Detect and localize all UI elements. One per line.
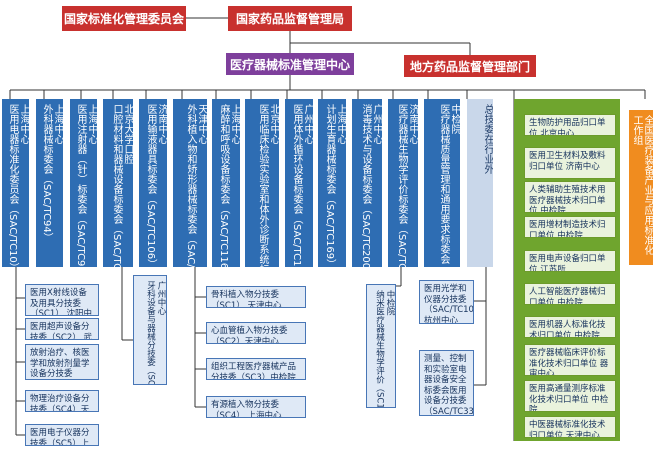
sc-box: 测量、控制和实验室电器设备安全标委会医用设备分技委（SAC/TC338/SC1）… (419, 350, 474, 416)
sc-box: 骨科植入物分技委（SC1） 天津中心 (206, 286, 306, 308)
tc-label: 济南中心 医用输液器具标委会（SAC/TC106） (145, 104, 167, 267)
tc-box-tc110: 天津中心 外科植入物和矫形器械标委会（SAC/TC110） (173, 99, 207, 267)
sac-box: 国家标准化管理委员会 (62, 6, 186, 31)
tc-label: 北京中心 医用临床检验实验室和体外诊断系统标委会（SAC/TC136） (257, 104, 279, 267)
tc-label: 广州中心 医用体外循环设备标委会（SAC/TC158） (291, 104, 313, 267)
tc-label: 上海中心 医用电器标准化委员会（SAC/TC10） (7, 104, 29, 267)
gk-item: 医疗器械临床评价标准化技术归口单位 器审中心 (524, 344, 616, 376)
tc-box-tc94: 上海中心 外科器械标委会（SAC/TC94） (36, 99, 63, 267)
sc-box-tc99-sc1: 广州中心 牙科设备与器械分技委（SC1） (133, 275, 167, 385)
tc-box-tc158: 广州中心 医用体外循环设备标委会（SAC/TC158） (285, 99, 313, 267)
gk-item: 医用增材制造技术归口单位 中检院 (524, 216, 616, 238)
sc-box: 有源植入物分技委（SC4） 上海中心 (206, 396, 306, 418)
local-admin-label: 地方药品监督管理部门 (409, 59, 530, 74)
orange-workgroup-box: 全国医疗装备产业与应用标准化工作组 (629, 110, 653, 265)
tc-label: 中检院 医疗器械质量管理和通用要求标委会（SAC/TC221） (438, 104, 460, 267)
sc-box: 医用X射线设备及用具分技委（SC1） 沈阳中心 (25, 284, 99, 316)
zongjishu-label: 总技委在行业外 (482, 104, 493, 174)
sc-label: 中检院 纳米医疗器械生物学评价（SC1） (374, 290, 396, 408)
standard-center-box: 医疗器械标准管理中心 (226, 53, 354, 75)
tc-box-tc95: 上海中心 医用注射器（针）标委会（SAC/TC95） (70, 99, 97, 267)
tc-box-tc136: 北京中心 医用临床检验实验室和体外诊断系统标委会（SAC/TC136） (245, 99, 279, 267)
orange-workgroup-label: 全国医疗装备产业与应用标准化工作组 (631, 115, 653, 255)
sc-box: 医用超声设备分技委（SC2） 武汉中心 (25, 318, 99, 340)
tc-box-tc200: 广州中心 消毒技术与设备标委会（SAC/TC200） (352, 99, 382, 267)
tc-box-tc221: 中检院 医疗器械质量管理和通用要求标委会（SAC/TC221） (424, 99, 460, 267)
tc-label: 北京大学口腔 口腔材料和器械设备标委会（SAC/TC99） (111, 104, 133, 267)
gk-item: 生物防护用品归口单位 北京中心 (524, 114, 616, 136)
gk-item: 医用电声设备归口单位 江苏所 (524, 250, 616, 272)
sc-box: 医用电子仪器分技委（SC5）上海中心 (25, 424, 99, 446)
local-admin-box: 地方药品监督管理部门 (404, 55, 536, 77)
sc-box: 物理治疗设备分技委（SC4）天津中心 (25, 390, 99, 412)
nmpa-label: 国家药品监督管理局 (235, 12, 344, 26)
standard-center-label: 医疗器械标准管理中心 (229, 57, 350, 72)
tc-label: 天津中心 外科植入物和矫形器械标委会（SAC/TC110） (185, 104, 207, 267)
tc-label: 广州中心 消毒技术与设备标委会（SAC/TC200） (360, 104, 382, 267)
gk-item: 医用卫生材料及敷料归口单位 济南中心 (524, 147, 616, 179)
tc-box-tc248: 济南中心 医疗器械生物学评价标委会（SAC/TC248） (388, 99, 418, 267)
tc-label: 济南中心 医疗器械生物学评价标委会（SAC/TC248） (396, 104, 418, 267)
tc-box-tc106: 济南中心 医用输液器具标委会（SAC/TC106） (139, 99, 167, 267)
gk-item: 中医器械标准化技术归口单位 天津中心 (524, 416, 616, 438)
tc-label: 上海中心 麻醉和呼吸设备标委会（SAC/TC116） (218, 104, 240, 267)
nmpa-box: 国家药品监督管理局 (228, 6, 352, 31)
gk-item: 医用高通量测序标准化技术归口单位 中检院 (524, 380, 616, 412)
tc-label: 上海中心 外科器械标委会（SAC/TC94） (41, 104, 63, 243)
tc-box-tc99: 北京大学口腔 口腔材料和器械设备标委会（SAC/TC99） (103, 99, 133, 267)
sc-box-tc248-sc1: 中检院 纳米医疗器械生物学评价（SC1） (366, 284, 396, 408)
zongjishu-box: 总技委在行业外 (467, 99, 493, 267)
sc-box: 医用光学和仪器分技委（SAC/TC103/SC1） 杭州中心 (419, 280, 474, 324)
gk-item: 人工智能医疗器械归口单位 中检院 (524, 283, 616, 305)
sc-box: 心血管植入物分技委（SC2）天津中心 (206, 322, 306, 344)
sac-label: 国家标准化管理委员会 (63, 12, 184, 26)
gk-item: 人类辅助生殖技术用医疗器械技术归口单位 中检院 (524, 181, 616, 213)
sc-box: 放射治疗、核医学和放射剂量学设备分技委（SC3） 北京中心 (25, 344, 99, 380)
sc-box: 组织工程医疗器械产品分技委（SC3）中检院 (206, 358, 306, 380)
tc-label: 上海中心 医用注射器（针）标委会（SAC/TC95） (75, 104, 97, 267)
tc-label: 上海中心 计划生育器械标委会（SAC/TC169） (324, 104, 346, 267)
tc-box-tc10: 上海中心 医用电器标准化委员会（SAC/TC10） (2, 99, 29, 267)
tc-box-tc169: 上海中心 计划生育器械标委会（SAC/TC169） (318, 99, 346, 267)
gk-item: 医用机器人标准化技术归口单位 中检院 (524, 316, 616, 338)
tc-box-tc116: 上海中心 麻醉和呼吸设备标委会（SAC/TC116） (212, 99, 240, 267)
sc-label: 广州中心 牙科设备与器械分技委（SC1） (145, 281, 167, 385)
